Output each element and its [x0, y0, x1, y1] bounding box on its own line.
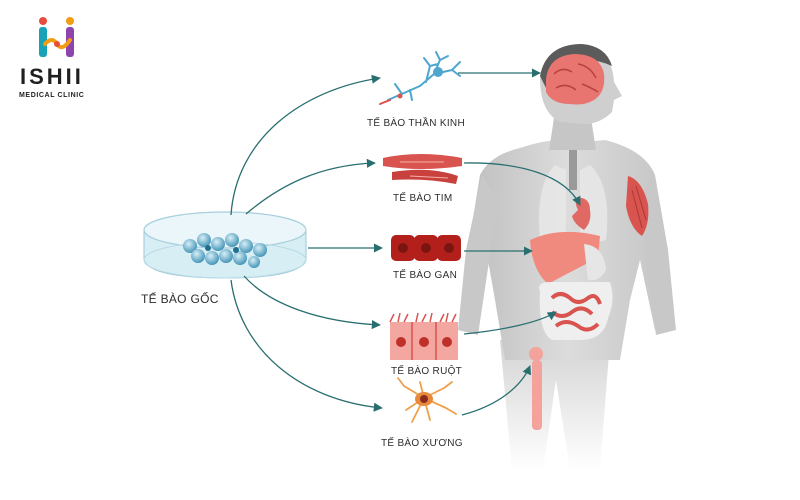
logo-icon	[39, 17, 74, 57]
stem-cell-label: TẾ BÀO GỐC	[141, 292, 219, 306]
liver-icon	[530, 231, 606, 284]
brand-subtitle: MEDICAL CLINIC	[19, 92, 85, 99]
petri-dish	[143, 211, 307, 279]
bone-cell-icon	[397, 377, 457, 423]
liver-cell-label: TẾ BÀO GAN	[393, 270, 458, 281]
bicep-muscle-icon	[626, 176, 649, 236]
nerve-cell-icon	[379, 51, 461, 105]
brain-icon	[546, 54, 605, 105]
liver-cell-icon	[391, 235, 461, 261]
arrows-cells-to-organs	[458, 68, 581, 416]
stem-cell-cluster	[183, 233, 267, 268]
heart-cell-label: TẾ BÀO TIM	[393, 193, 453, 204]
brand-name: ISHII	[20, 64, 84, 89]
intestine-icon	[539, 282, 613, 340]
intestinal-cell-label: TẾ BÀO RUỘT	[391, 366, 463, 377]
intestinal-cell-icon	[389, 312, 458, 360]
nerve-cell-label: TẾ BÀO THẦN KINH	[367, 118, 465, 129]
arrows-dish-to-cells	[230, 74, 383, 412]
heart-icon	[572, 198, 591, 230]
femur-bone-icon	[529, 347, 543, 430]
bone-cell-label: TẾ BÀO XƯƠNG	[381, 438, 463, 449]
heart-muscle-cell-icon	[383, 154, 462, 184]
